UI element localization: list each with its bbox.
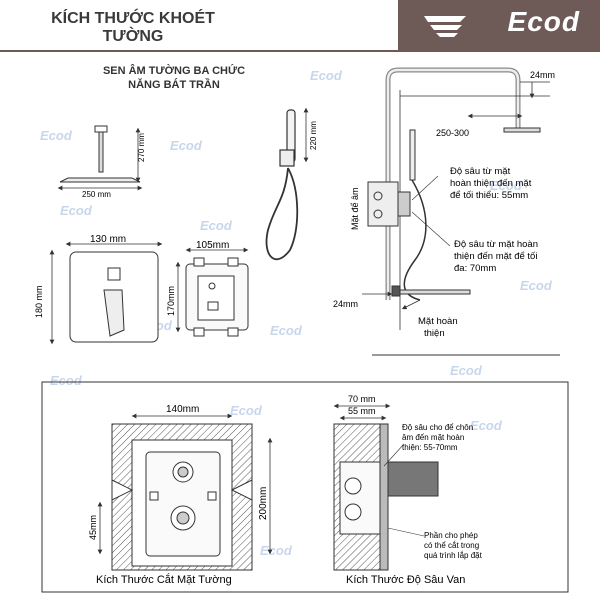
head-height-label: 270 mm: [137, 133, 146, 162]
mixing-box-drawing: [175, 247, 249, 337]
installation-side-view: [362, 67, 560, 356]
subtitle-line-1: SEN ÂM TƯỜNG BA CHỨC: [102, 65, 246, 77]
plate-width-label: 130 mm: [90, 234, 126, 245]
depth-inner-label: 55 mm: [348, 406, 376, 416]
watermark: Ecod: [230, 403, 263, 418]
watermark: Ecod: [490, 178, 523, 193]
rain-head-drawing: [57, 125, 143, 191]
arm-thickness-label: 24mm: [530, 70, 555, 80]
watermark: Ecod: [260, 543, 293, 558]
finish-face-note-2: thiện: [424, 328, 445, 339]
min-depth-note-2: hoàn thiện đến mặt: [450, 178, 532, 189]
hand-height-label: 220 mm: [309, 121, 318, 150]
watermark: Ecod: [520, 278, 553, 293]
watermark: Ecod: [170, 138, 203, 153]
watermark: Ecod: [50, 373, 83, 388]
max-depth-note-1: Độ sâu từ mặt hoàn: [454, 239, 538, 250]
box-height-label: 170mm: [166, 286, 176, 316]
watermark: Ecod: [470, 418, 503, 433]
max-depth-note-3: đa: 70mm: [454, 263, 496, 274]
page-title: KÍCH THƯỚC KHOÉT TƯỜNG: [28, 10, 238, 46]
head-width-label: 250 mm: [82, 190, 111, 199]
embed-depth-note-2: âm đến mặt hoàn: [402, 433, 464, 442]
cut-lower-label: 45mm: [88, 515, 98, 540]
watermark: Ecod: [40, 128, 73, 143]
max-depth-note-2: thiện đến mặt để tối: [454, 251, 537, 262]
embed-depth-note-1: Độ sâu cho để chôn: [402, 423, 473, 432]
allowance-note-2: có thể cắt trong: [424, 541, 479, 550]
wall-cut-drawing: [97, 413, 273, 571]
allowance-note-3: quá trình lắp đặt: [424, 551, 483, 560]
cut-height-label: 200mm: [258, 487, 269, 520]
embed-depth-note-3: thiện: 55-70mm: [402, 443, 458, 452]
finish-face-note-1: Mặt hoàn: [418, 316, 458, 327]
subtitle-line-2: NĂNG BÁT TRẦN: [128, 79, 220, 91]
allowance-note-1: Phần cho phép: [424, 531, 478, 540]
hand-shower-drawing: [265, 107, 309, 261]
cover-plate-drawing: [49, 241, 163, 345]
watermark: Ecod: [450, 363, 483, 378]
brand-logo: Ecod: [507, 6, 580, 37]
min-depth-note-1: Độ sâu từ mặt: [450, 166, 511, 177]
box-width-label: 105mm: [196, 240, 229, 251]
brand-wings-icon: [424, 16, 466, 37]
title-line-1: KÍCH THƯỚC KHOÉT: [51, 10, 215, 27]
watermark: Ecod: [270, 323, 303, 338]
plate-height-label: 180 mm: [34, 285, 44, 318]
depth-total-label: 70 mm: [348, 394, 376, 404]
watermark: Ecod: [310, 68, 343, 83]
brand-banner: Ecod: [398, 0, 600, 52]
cut-size-caption: Kích Thước Cắt Mặt Tường: [96, 573, 232, 586]
valve-depth-caption: Kích Thước Độ Sâu Van: [346, 574, 465, 586]
title-line-2: TƯỜNG: [102, 28, 164, 45]
watermark: Ecod: [60, 203, 93, 218]
detail-frame: [41, 381, 569, 593]
min-depth-note-3: để tối thiểu: 55mm: [450, 190, 528, 201]
arm-length-label: 250-300: [436, 128, 469, 138]
wall-face-label: Mặt để âm: [350, 187, 360, 230]
product-subtitle: SEN ÂM TƯỜNG BA CHỨC NĂNG BÁT TRẦN: [64, 64, 284, 92]
watermark: Ecod: [200, 218, 233, 233]
valve-depth-drawing: [333, 403, 439, 571]
header-divider: [0, 50, 600, 52]
bottom-gap-label: 24mm: [333, 299, 358, 309]
cut-width-label: 140mm: [166, 404, 199, 415]
